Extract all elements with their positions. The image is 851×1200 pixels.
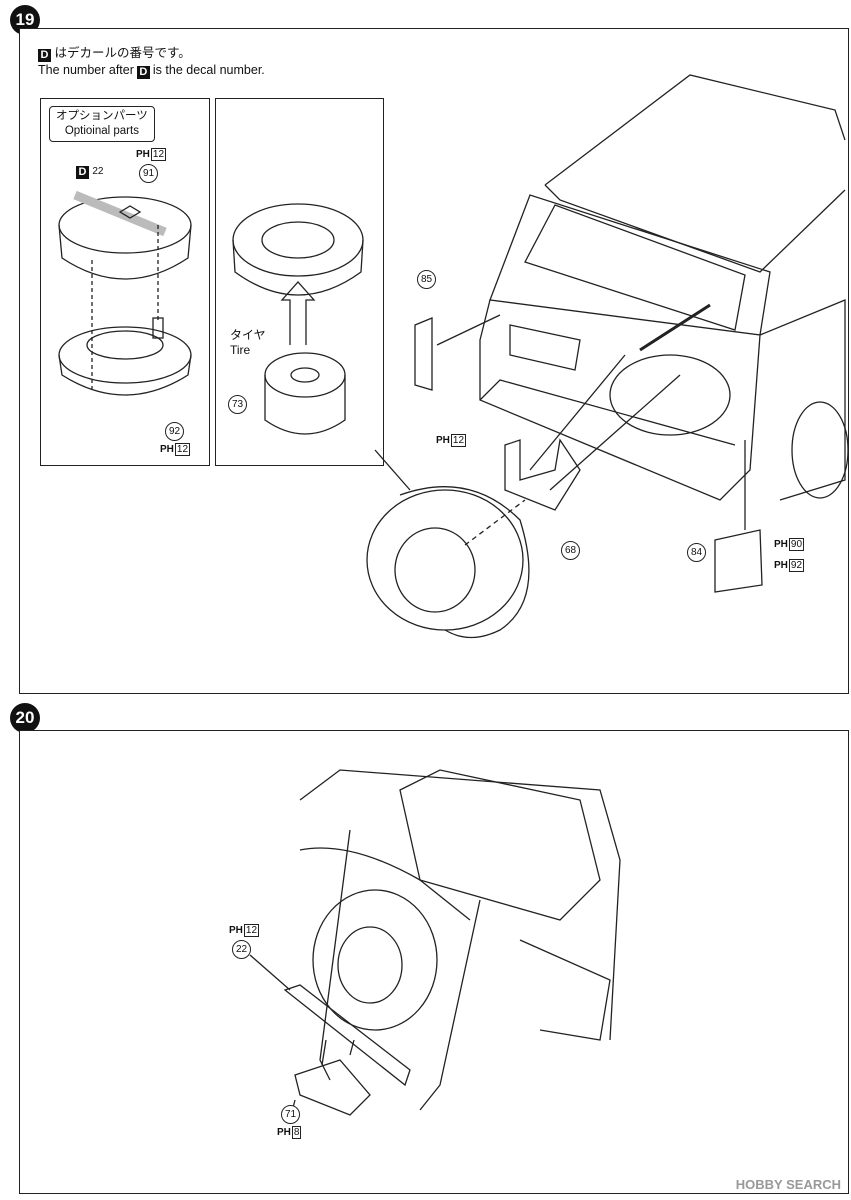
lamp-84 <box>714 529 763 593</box>
lamp-85-arrow <box>436 314 501 346</box>
decal-letter-box: D <box>38 49 51 62</box>
wheel-73-hub <box>290 367 320 383</box>
cover-inner <box>86 330 164 360</box>
tire-label-en: Tire <box>230 343 251 357</box>
step-19-panel <box>19 28 849 694</box>
lamp-85 <box>414 317 433 391</box>
part-73: 73 <box>228 395 247 414</box>
arrow-71-b <box>349 1039 355 1056</box>
decal-letter-box-2: D <box>136 66 150 79</box>
rear-bumper-corner <box>519 939 611 1041</box>
spare-wheel-underside <box>337 926 403 1004</box>
side-body <box>759 299 846 501</box>
decal-note-en-suffix: is the decal number. <box>152 63 265 77</box>
tire-hole <box>261 221 335 259</box>
decal-22-strip <box>73 190 167 237</box>
hobby-search-watermark: HOBBY SEARCH <box>735 1177 841 1192</box>
arrow-71-a <box>321 1039 327 1066</box>
up-arrow <box>280 281 316 345</box>
spare-tire-tread <box>399 486 530 639</box>
bumper <box>479 379 736 446</box>
ladder-rail-right <box>419 899 481 1111</box>
bracket-arrow-2 <box>549 374 681 491</box>
tire-assembly-box <box>215 98 384 466</box>
cover-ring-side <box>58 354 192 396</box>
cover-peg <box>152 317 164 339</box>
ladder-part-22 <box>283 984 411 1087</box>
part-71: 71 <box>281 1105 300 1124</box>
ladder-rail-left <box>319 829 351 1081</box>
bracket-68 <box>504 438 581 511</box>
tire-side <box>232 239 364 296</box>
spare-mount-panel <box>609 354 731 436</box>
tire-label-jp: タイヤ <box>230 328 266 342</box>
rear-crossmember <box>299 847 471 921</box>
part-91: 91 <box>139 164 158 183</box>
callout-22 <box>249 954 291 991</box>
part-22: 22 <box>232 940 251 959</box>
part-85: 85 <box>417 270 436 289</box>
plate-recess <box>509 324 581 371</box>
step-20-badge: 20 <box>10 703 40 733</box>
part-92: 92 <box>165 422 184 441</box>
emblem-mark <box>118 205 142 219</box>
optional-parts-box <box>40 98 210 466</box>
decal-note-jp: はデカールの番号です。 <box>54 46 191 60</box>
decal-22-ref: D 22 <box>76 163 103 179</box>
fuel-tank <box>399 769 601 921</box>
underbody-outline <box>299 769 621 1041</box>
rear-window-glass <box>524 204 746 331</box>
tire-label: タイヤ Tire <box>230 328 266 358</box>
spare-wheel <box>394 527 476 613</box>
rear-window-frame <box>489 194 771 336</box>
step-part-71 <box>294 1059 371 1116</box>
decal-ref-letter: D <box>76 166 89 179</box>
spare-guide-dash <box>464 499 526 546</box>
part-68: 68 <box>561 541 580 560</box>
bracket-arrow-1 <box>529 354 626 471</box>
decal-note-en-prefix: The number after <box>38 63 134 77</box>
wiper <box>639 303 711 352</box>
wheel-73-side <box>264 375 346 435</box>
spare-tire-underside <box>312 889 438 1031</box>
optional-parts-label: オプションパーツ Optioinal parts <box>49 106 155 142</box>
decal-ref-num: 22 <box>92 166 104 177</box>
roof-edge <box>544 184 846 273</box>
tire-cover-side <box>58 224 192 280</box>
step-20-panel <box>19 730 849 1194</box>
rear-wheel <box>791 401 849 499</box>
part-84: 84 <box>687 543 706 562</box>
optional-parts-en: Optioinal parts <box>64 125 139 137</box>
roof-outline <box>544 74 846 186</box>
optional-parts-jp: オプションパーツ <box>56 110 148 122</box>
callout-line <box>374 449 411 491</box>
